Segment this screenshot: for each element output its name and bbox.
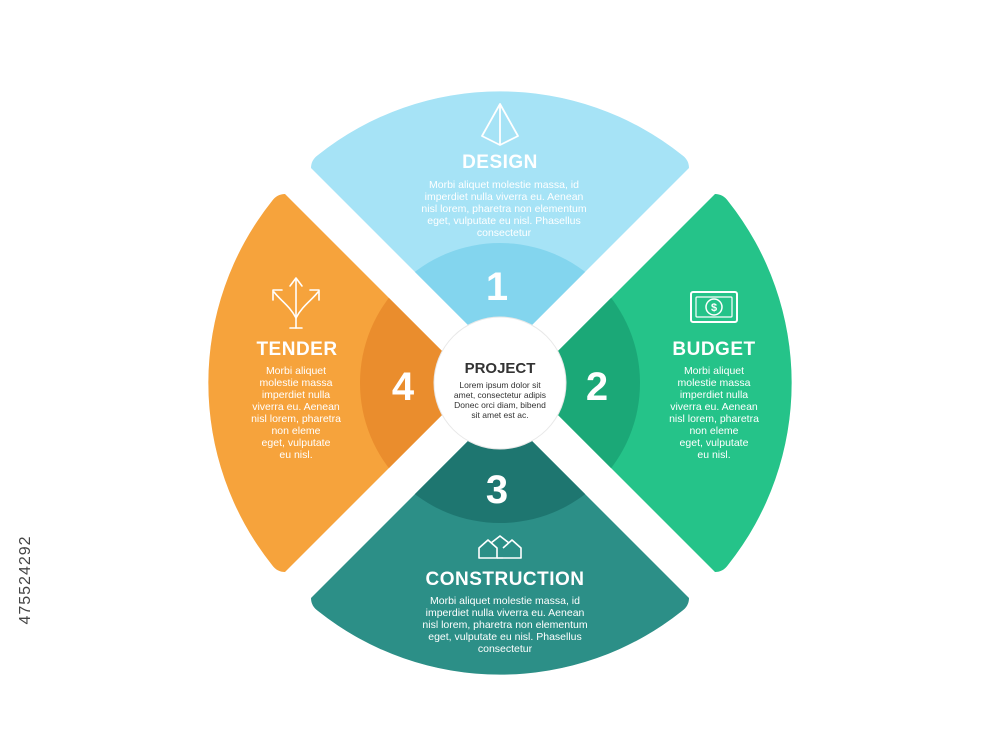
center-line: amet, consectetur adipis (454, 390, 546, 400)
segment-tender-description: Morbi aliquet molestie massa imperdiet n… (251, 365, 341, 461)
center-line: Lorem ipsum dolor sit (459, 380, 541, 390)
segment-construction-line: imperdiet nulla viverra eu. Aenean (426, 607, 585, 619)
center-circle (433, 316, 567, 450)
segment-construction-line: nisl lorem, pharetra non elementum (422, 619, 587, 631)
segment-budget-title: BUDGET (672, 339, 755, 360)
segment-tender-line: imperdiet nulla (262, 389, 330, 401)
center-line: sit amet est ac. (471, 410, 528, 420)
segment-construction-title: CONSTRUCTION (425, 569, 584, 590)
segment-tender-line: molestie massa (260, 377, 333, 389)
segment-tender-number: 4 (392, 365, 415, 409)
center-title: PROJECT (465, 360, 536, 377)
segment-tender-line: nisl lorem, pharetra (251, 413, 341, 425)
segment-tender-line: eu nisl. (279, 449, 312, 461)
segment-budget-description: Morbi aliquet molestie massa imperdiet n… (669, 365, 759, 461)
segment-budget-line: Morbi aliquet (684, 365, 744, 377)
segment-design-line: consectetur (477, 227, 532, 239)
segment-budget-line: nisl lorem, pharetra (669, 413, 759, 425)
segment-budget-line: molestie massa (678, 377, 751, 389)
segment-budget-line: imperdiet nulla (680, 389, 748, 401)
svg-text:$: $ (711, 302, 717, 314)
segment-design-description: Morbi aliquet molestie massa, id imperdi… (421, 179, 586, 239)
segment-tender-line: viverra eu. Aenean (252, 401, 340, 413)
houses-icon (478, 535, 522, 559)
money-bill-icon: $ (690, 291, 738, 323)
segment-design-line: nisl lorem, pharetra non elementum (421, 203, 586, 215)
segment-design-number: 1 (486, 265, 508, 309)
segment-tender-line: eget, vulputate (262, 437, 331, 449)
segment-construction-shape (311, 409, 689, 675)
segment-construction-line: Morbi aliquet molestie massa, id (430, 595, 580, 607)
segment-budget-line: non eleme (689, 425, 738, 437)
segment-construction (311, 409, 689, 675)
segment-construction-description: Morbi aliquet molestie massa, id imperdi… (422, 595, 587, 655)
segment-tender-title: TENDER (256, 339, 337, 360)
center-line: Donec orci diam, bibend (454, 400, 546, 410)
segment-budget-line: viverra eu. Aenean (670, 401, 758, 413)
segment-construction-number: 3 (486, 468, 508, 512)
segment-design-shape (311, 91, 689, 358)
segment-design-title: DESIGN (462, 152, 538, 173)
segment-design-line: imperdiet nulla viverra eu. Aenean (425, 191, 584, 203)
segment-tender-line: Morbi aliquet (266, 365, 326, 377)
segment-tender-line: non eleme (271, 425, 320, 437)
segment-construction-line: consectetur (478, 643, 533, 655)
segment-tender-shape (208, 194, 474, 572)
segment-budget-line: eget, vulputate (680, 437, 749, 449)
segment-construction-line: eget, vulputate eu nisl. Phasellus (428, 631, 582, 643)
segment-tender (208, 194, 474, 572)
segment-budget (526, 194, 792, 572)
segment-budget-shape (526, 194, 792, 572)
pyramid-icon (481, 103, 519, 146)
segment-design (311, 91, 689, 358)
segment-budget-number: 2 (586, 365, 608, 409)
segment-budget-line: eu nisl. (697, 449, 730, 461)
side-id-label: 475524292 (17, 535, 34, 624)
split-arrows-icon (272, 277, 320, 329)
segment-design-line: eget, vulputate eu nisl. Phasellus (427, 215, 581, 227)
segment-design-line: Morbi aliquet molestie massa, id (429, 179, 579, 191)
